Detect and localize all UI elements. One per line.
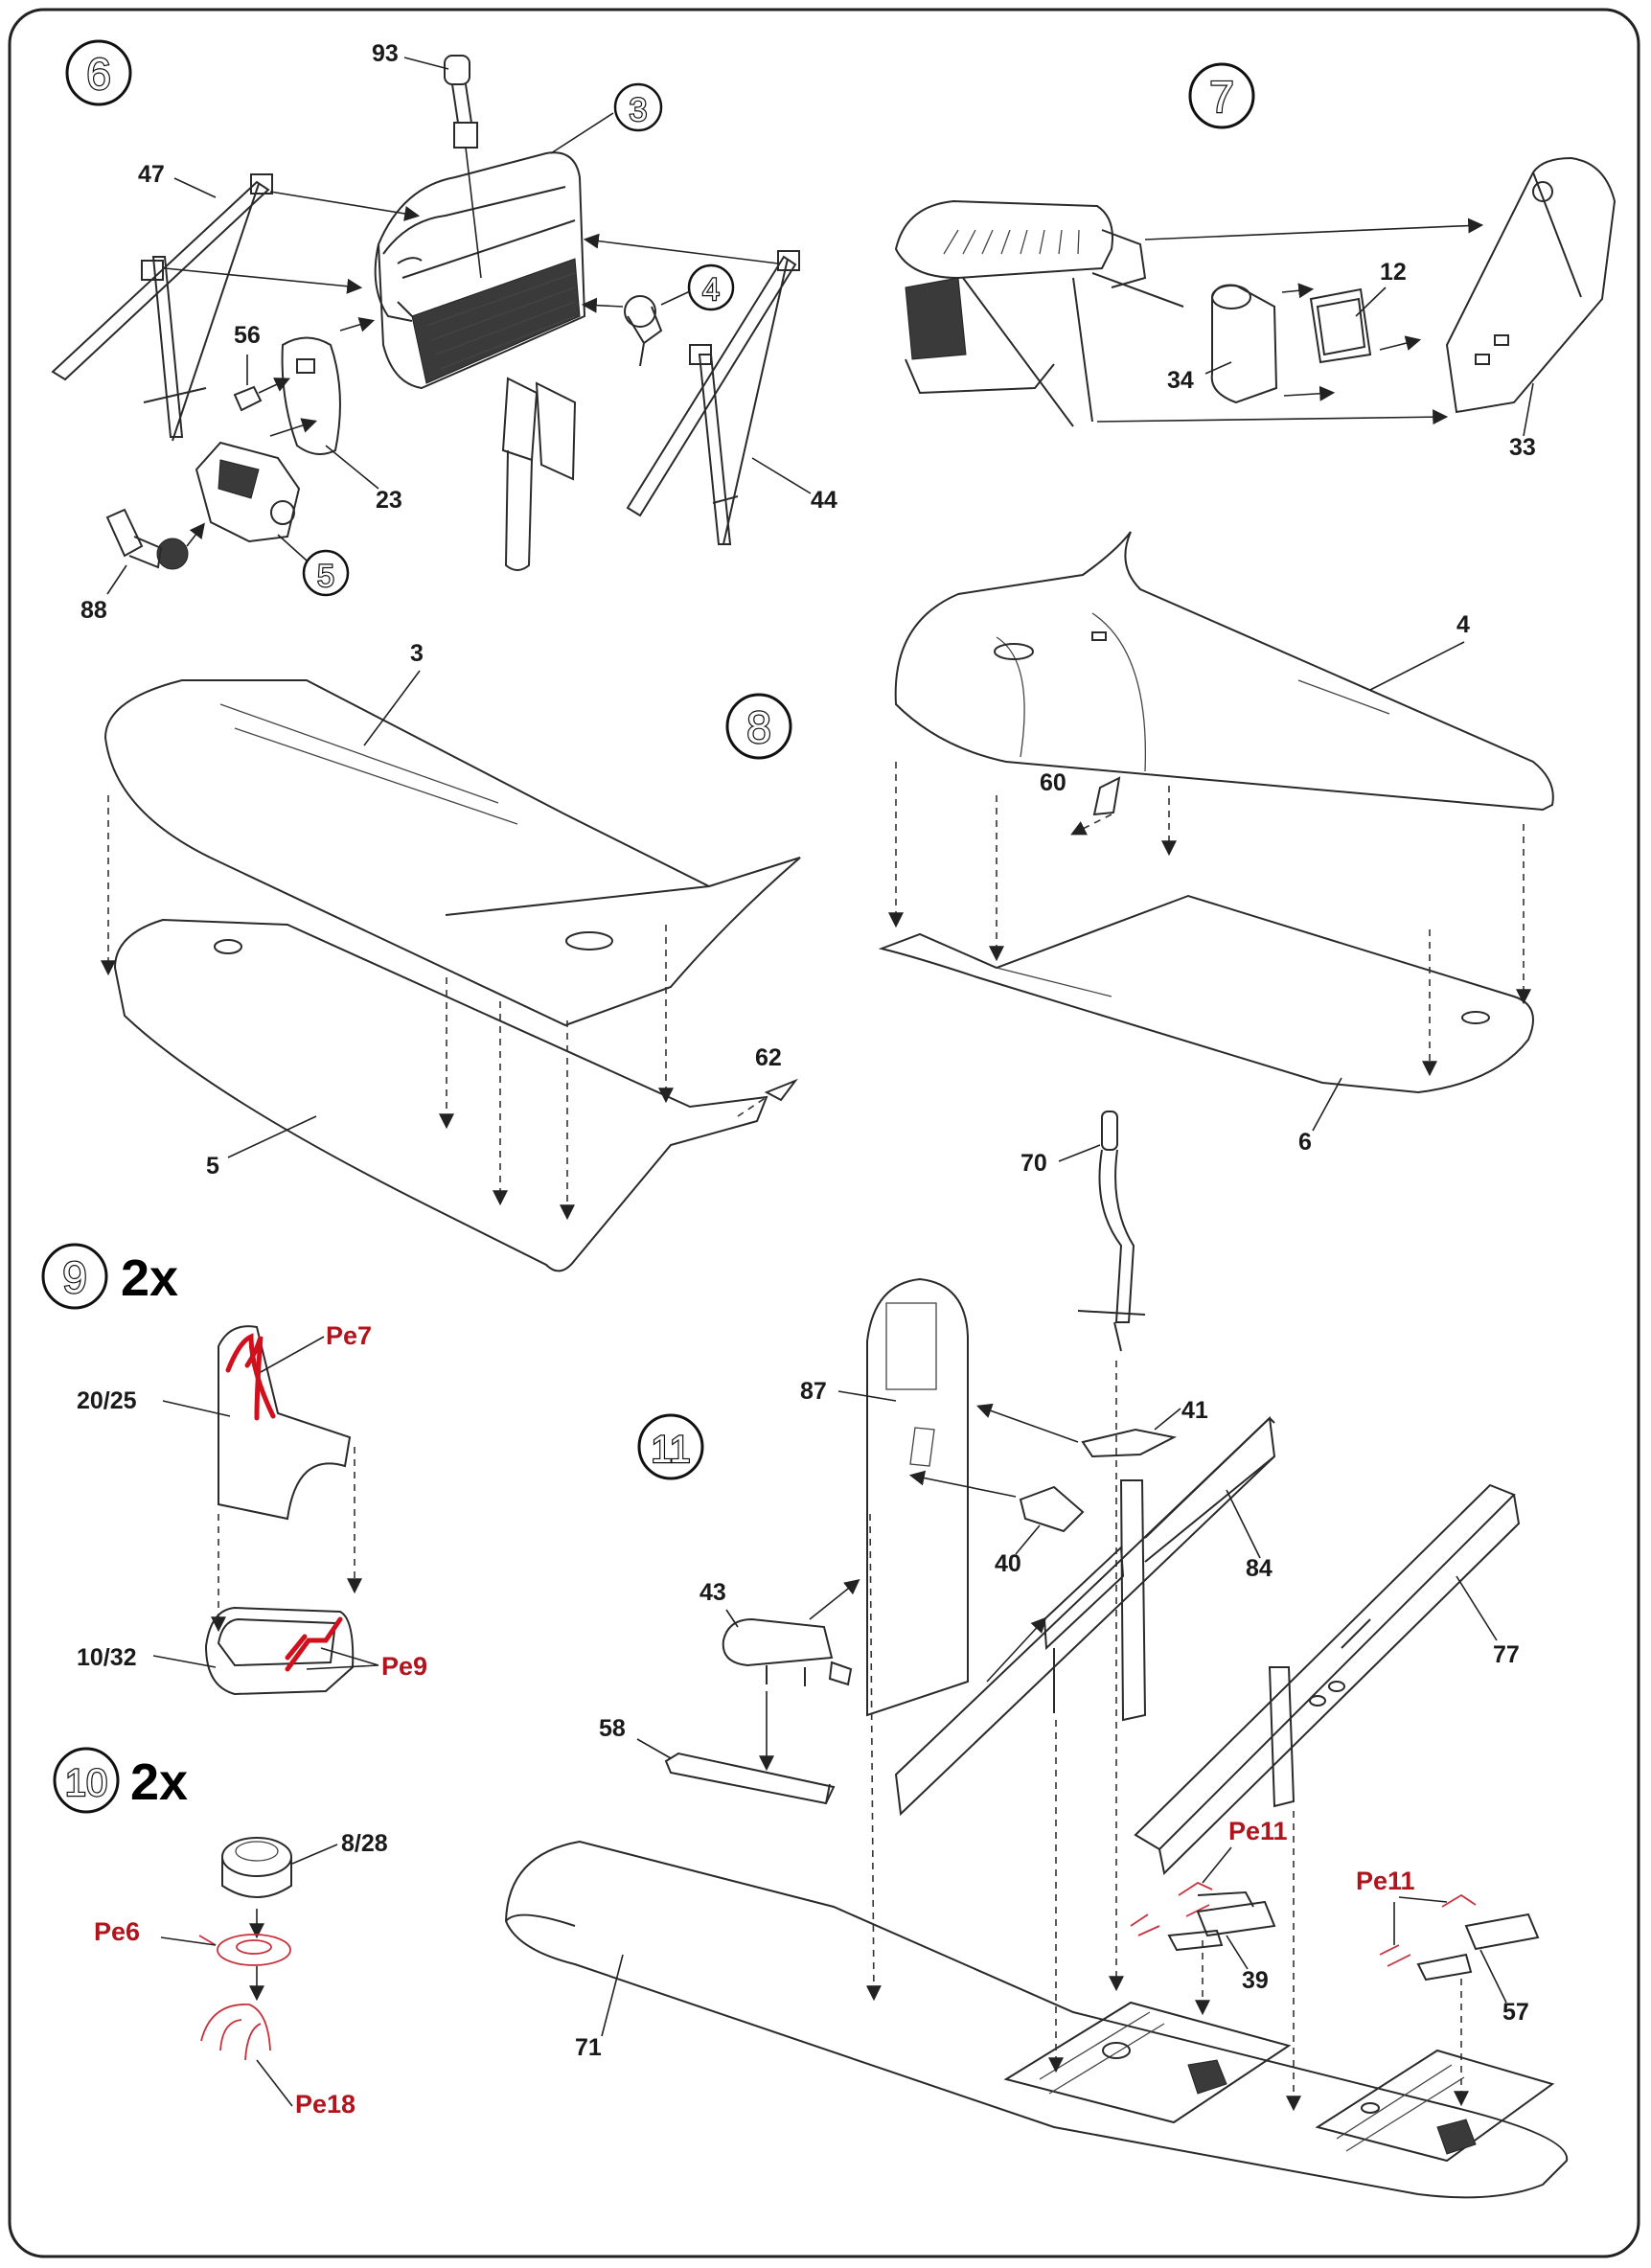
- label-part-71: 71: [575, 2034, 602, 2061]
- label-part-23: 23: [376, 487, 402, 514]
- label-part-39: 39: [1242, 1967, 1269, 1994]
- label-part-33: 33: [1509, 434, 1536, 461]
- label-part-60: 60: [1040, 769, 1066, 796]
- label-part-44: 44: [811, 487, 837, 514]
- part-41: [1081, 1428, 1178, 1458]
- engine-block: [374, 151, 586, 571]
- pump-assembly-4: [624, 295, 663, 367]
- step-11-number: 11: [651, 1429, 691, 1471]
- cowl-panel-12: [1309, 287, 1372, 364]
- engine-on-mount: [894, 199, 1184, 427]
- label-part-70: 70: [1020, 1150, 1047, 1177]
- step-8-badge: [725, 693, 792, 760]
- part-43: [722, 1617, 853, 1686]
- label-part-84: 84: [1246, 1555, 1273, 1582]
- engine-mount-strut-44: [626, 250, 800, 545]
- label-part-34: 34: [1167, 367, 1194, 394]
- photoetch-ring-pe6: [198, 1934, 291, 1966]
- label-part-6: 6: [1298, 1129, 1312, 1156]
- page-border: [8, 8, 1640, 2258]
- subassembly-4-badge: [687, 263, 735, 311]
- step-11-badge: [637, 1413, 704, 1480]
- label-part-20-25: 20/25: [77, 1387, 137, 1414]
- photoetch-part-pe11-a: [1130, 1881, 1213, 1936]
- fitting-88: [105, 508, 189, 570]
- label-part-77: 77: [1493, 1641, 1520, 1668]
- subassembly-3-number: 3: [630, 92, 648, 128]
- label-pe7: Pe7: [326, 1321, 372, 1350]
- rudder-pedal-57: [1416, 1913, 1540, 1982]
- part-56: [233, 385, 263, 412]
- step-7-number: 7: [1209, 72, 1234, 122]
- cowling-33: [1445, 156, 1617, 414]
- floor-beam-84: [894, 1415, 1276, 1817]
- label-part-8-28: 8/28: [341, 1830, 388, 1857]
- backplate-23: [281, 336, 341, 455]
- rudder-pedal-39: [1167, 1890, 1276, 1952]
- label-part-40: 40: [995, 1550, 1021, 1577]
- right-wing-upper-4: [894, 531, 1554, 812]
- subassembly-5-number: 5: [317, 559, 334, 593]
- label-part-57: 57: [1502, 1999, 1529, 2026]
- right-wing-lower-6: [878, 894, 1534, 1094]
- label-part-47: 47: [138, 161, 165, 188]
- step-7-badge: [1188, 62, 1255, 129]
- label-part-56: 56: [234, 322, 261, 349]
- exhaust-stack-93: [444, 55, 482, 279]
- step-7-cowling-assembly: 7 34 12: [894, 62, 1617, 461]
- label-part-3: 3: [410, 640, 424, 667]
- label-part-10-32: 10/32: [77, 1644, 137, 1671]
- label-pe11-a: Pe11: [1228, 1817, 1288, 1845]
- step-10-number: 10: [65, 1762, 108, 1804]
- part-40: [1019, 1485, 1085, 1533]
- part-8-28: [221, 1837, 292, 1898]
- step-6-number: 6: [86, 49, 111, 99]
- label-part-5: 5: [206, 1153, 219, 1180]
- step-6-badge: [65, 39, 132, 106]
- part-58: [664, 1752, 836, 1805]
- label-part-12: 12: [1380, 259, 1407, 286]
- left-wing-upper-3: [103, 679, 801, 1027]
- label-pe9: Pe9: [381, 1652, 427, 1681]
- label-part-87: 87: [800, 1378, 827, 1405]
- label-part-58: 58: [599, 1715, 626, 1742]
- step-8-wing-assembly: 8 3 5 62: [101, 531, 1554, 1272]
- seat-back-20-25: [218, 1325, 352, 1521]
- photoetch-part-pe18: [200, 2004, 271, 2061]
- label-part-43: 43: [699, 1579, 726, 1606]
- cowl-ring-34: [1210, 284, 1278, 404]
- label-pe18: Pe18: [295, 2090, 355, 2119]
- step-9-number: 9: [62, 1252, 87, 1302]
- engine-mount-strut-47: [51, 173, 273, 442]
- subassembly-3-badge: [613, 82, 663, 132]
- step-10-multiplier: 2x: [130, 1753, 188, 1811]
- left-wing-lower-5: [113, 918, 768, 1272]
- floor-beam-77: [1134, 1483, 1521, 1876]
- subassembly-5-badge: [302, 549, 350, 597]
- step-9-badge: [41, 1243, 108, 1310]
- step-9-seat-assembly: 9 2x 20/25 Pe7 10/32 Pe9: [41, 1243, 427, 1696]
- step-10-assembly: 10 2x 8/28 Pe6 Pe18: [53, 1747, 388, 2119]
- label-part-41: 41: [1181, 1397, 1208, 1424]
- seat-bulkhead-87: [866, 1277, 969, 1717]
- step-10-badge: [53, 1747, 120, 1814]
- label-part-4: 4: [1456, 611, 1470, 638]
- step-8-number: 8: [746, 702, 771, 752]
- photoetch-part-pe11-b: [1379, 1893, 1477, 1967]
- label-pe6: Pe6: [94, 1917, 140, 1946]
- control-column-70: [1077, 1111, 1146, 1352]
- label-pe11-b: Pe11: [1356, 1867, 1415, 1895]
- label-part-88: 88: [80, 597, 107, 624]
- seat-pan-10-32: [204, 1606, 355, 1696]
- subassembly-4-number: 4: [702, 272, 720, 307]
- step-9-multiplier: 2x: [121, 1249, 178, 1307]
- magneto-assembly-5: [195, 441, 301, 543]
- label-part-62: 62: [755, 1044, 782, 1071]
- label-part-93: 93: [372, 40, 399, 67]
- cockpit-floor-71: [504, 1840, 1569, 2199]
- step-6-engine-assembly: 6 93 3: [51, 39, 837, 624]
- step-11-cockpit-floor-assembly: 11 70 87 41 40: [504, 1111, 1569, 2199]
